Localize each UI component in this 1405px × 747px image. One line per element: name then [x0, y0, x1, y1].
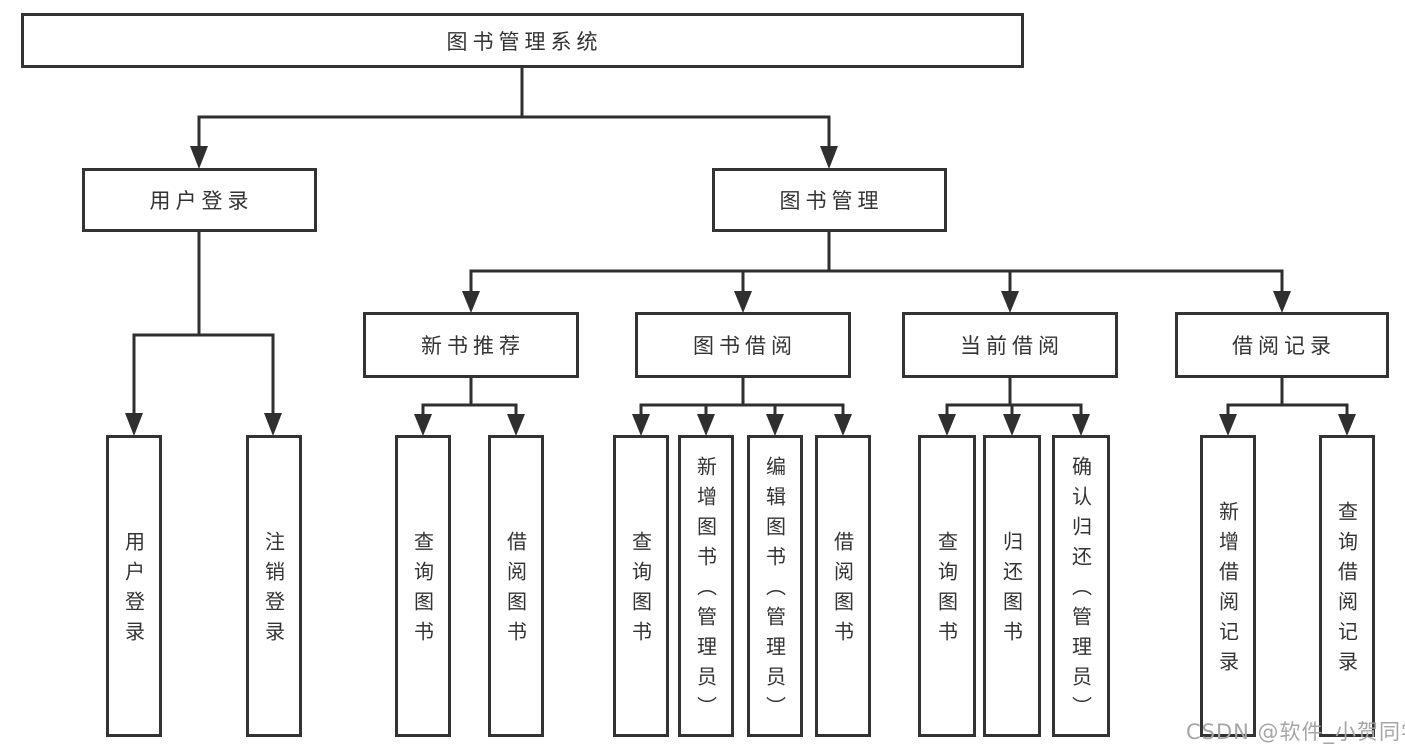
node-root: 图书管理系统 [21, 13, 1024, 68]
node-new-book-recommend: 新书推荐 [363, 312, 579, 378]
leaf-br-add-record: 新增借阅记录 [1200, 435, 1256, 737]
connector-root-to-level2 [190, 66, 838, 169]
leaf-cb-query-book: 查询图书 [918, 435, 976, 737]
leaf-bb-query-book: 查询图书 [613, 435, 669, 737]
node-label: 借阅图书 [830, 531, 855, 651]
node-label: 查询图书 [934, 531, 959, 651]
node-current-borrow: 当前借阅 [902, 312, 1118, 378]
node-label: 图书管理 [779, 189, 884, 213]
node-label: 查询图书 [628, 531, 653, 651]
leaf-cb-return-book: 归还图书 [983, 435, 1041, 737]
node-label: 新书推荐 [421, 334, 525, 358]
leaf-nbr-query-book: 查询图书 [395, 435, 451, 737]
node-label: 注销登录 [261, 531, 286, 651]
node-label: 归还图书 [999, 531, 1024, 651]
node-label: 查询图书 [410, 531, 435, 651]
node-borrow-record: 借阅记录 [1175, 312, 1389, 378]
watermark-text: CSDN @软件_小贺同学 [1186, 720, 1405, 744]
node-label: 新增图书（管理员） [693, 456, 718, 726]
leaf-bb-add-book-admin: 新增图书（管理员） [678, 435, 734, 737]
node-label: 借阅记录 [1232, 334, 1336, 358]
connector-book-management-to-level3 [462, 230, 1291, 313]
leaf-bb-edit-book-admin: 编辑图书（管理员） [747, 435, 803, 737]
node-user-login: 用户登录 [82, 168, 317, 232]
node-label: 新增借阅记录 [1215, 501, 1240, 681]
leaf-user-login: 用户登录 [106, 435, 162, 737]
node-label: 图书管理系统 [446, 29, 603, 54]
node-label: 借阅图书 [503, 531, 528, 651]
connector-new-book-recommend-to-leaves [414, 376, 525, 436]
node-label: 用户登录 [149, 189, 254, 213]
connector-user-login-to-leaves [125, 230, 282, 436]
node-label: 确认归还（管理员） [1068, 456, 1093, 726]
leaf-nbr-borrow-book: 借阅图书 [488, 435, 544, 737]
node-book-borrow: 图书借阅 [635, 312, 851, 378]
node-book-management: 图书管理 [712, 168, 947, 232]
leaf-br-query-record: 查询借阅记录 [1319, 435, 1375, 737]
connector-book-borrow-to-leaves [632, 376, 852, 436]
connector-current-borrow-to-leaves [938, 376, 1090, 436]
node-label: 用户登录 [121, 531, 146, 651]
leaf-logout: 注销登录 [246, 435, 302, 737]
node-label: 查询借阅记录 [1334, 501, 1359, 681]
leaf-bb-borrow-book: 借阅图书 [815, 435, 871, 737]
node-label: 图书借阅 [693, 334, 797, 358]
node-label: 当前借阅 [960, 334, 1064, 358]
connector-borrow-record-to-leaves [1219, 376, 1356, 436]
node-label: 编辑图书（管理员） [762, 456, 787, 726]
leaf-cb-confirm-return-admin: 确认归还（管理员） [1052, 435, 1110, 737]
